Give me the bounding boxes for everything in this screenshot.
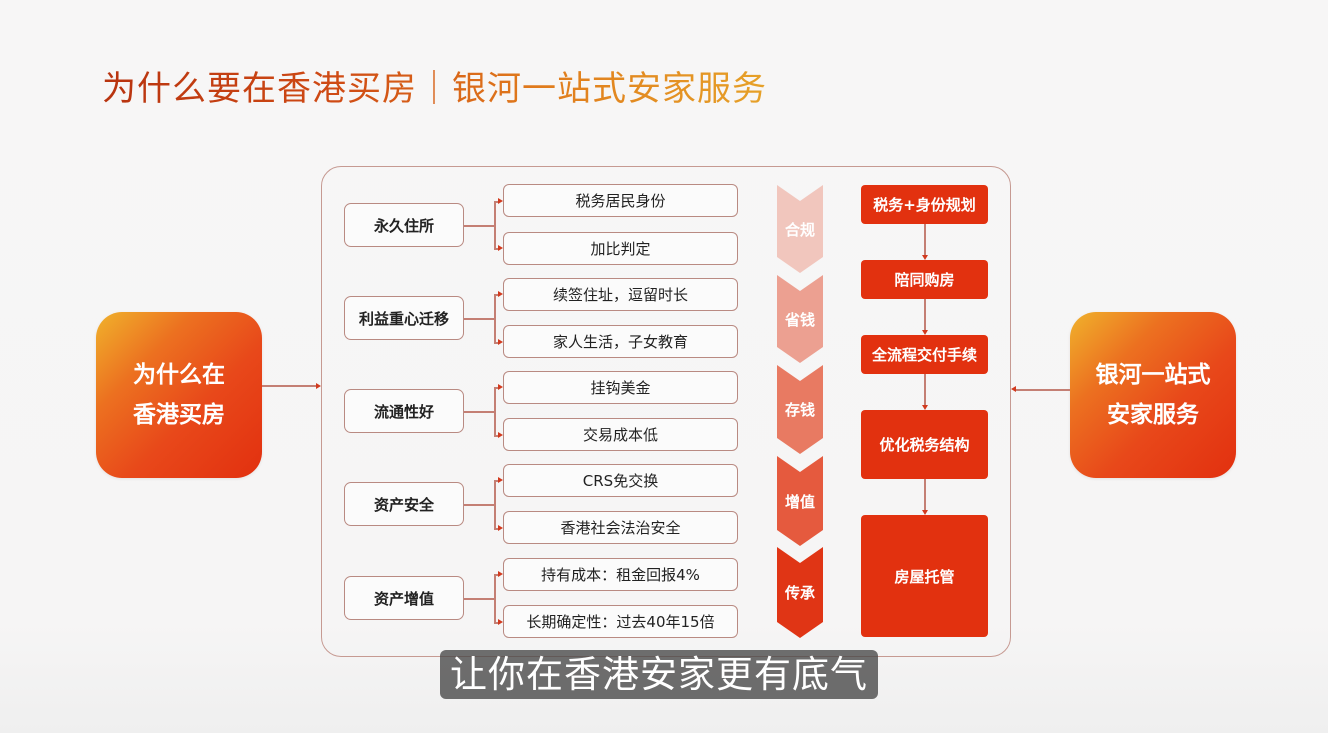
- arrow-icon: [498, 384, 503, 390]
- arrow-icon: [498, 339, 503, 345]
- stage-label: 增值: [784, 492, 815, 511]
- step-full-delivery-procedures: 全流程交付手续: [861, 335, 988, 374]
- step-accompanied-purchase: 陪同购房: [861, 260, 988, 299]
- item-long-term-growth: 长期确定性：过去40年15倍: [503, 605, 738, 638]
- bracket-stem: [464, 411, 494, 413]
- video-subtitle: 让你在香港安家更有底气: [440, 650, 878, 699]
- page-title: 为什么要在香港买房｜银河一站式安家服务: [102, 66, 767, 112]
- bracket-vertical: [494, 294, 496, 342]
- step-connector: [924, 374, 926, 407]
- category-permanent-residence: 永久住所: [344, 203, 464, 247]
- bracket-branch: [494, 342, 499, 344]
- arrow-down-icon: [922, 255, 928, 260]
- bracket-branch: [494, 294, 499, 296]
- stage-chevron-compliance: 合规: [777, 185, 823, 273]
- arrow-icon: [498, 291, 503, 297]
- arrow-down-icon: [922, 405, 928, 410]
- why-box-line1: 为什么在: [133, 362, 225, 388]
- bracket-branch: [494, 201, 499, 203]
- item-usd-peg: 挂钩美金: [503, 371, 738, 404]
- bracket-branch: [494, 622, 499, 624]
- right-connector-line: [1015, 389, 1070, 391]
- bracket-stem: [464, 598, 494, 600]
- right-connector-arrow-icon: [1011, 386, 1016, 392]
- arrow-icon: [498, 477, 503, 483]
- bracket-branch: [494, 435, 499, 437]
- item-tax-residency: 税务居民身份: [503, 184, 738, 217]
- item-low-transaction-cost: 交易成本低: [503, 418, 738, 451]
- bracket-vertical: [494, 574, 496, 622]
- bracket-branch: [494, 480, 499, 482]
- arrow-icon: [498, 571, 503, 577]
- arrow-down-icon: [922, 330, 928, 335]
- arrow-icon: [498, 432, 503, 438]
- item-rental-yield: 持有成本：租金回报4%: [503, 558, 738, 591]
- arrow-icon: [498, 619, 503, 625]
- bracket-vertical: [494, 201, 496, 248]
- stage-label: 传承: [784, 584, 815, 602]
- galaxy-service-box: 银河一站式 安家服务: [1070, 312, 1236, 478]
- step-tax-identity-planning: 税务+身份规划: [861, 185, 988, 224]
- item-rule-of-law: 香港社会法治安全: [503, 511, 738, 544]
- stage-label: 存钱: [784, 401, 815, 419]
- service-box-line1: 银河一站式: [1095, 362, 1211, 388]
- bracket-branch: [494, 387, 499, 389]
- bracket-stem: [464, 504, 494, 506]
- bracket-branch: [494, 248, 499, 250]
- arrow-icon: [498, 198, 503, 204]
- bracket-branch: [494, 574, 499, 576]
- item-tie-breaker: 加比判定: [503, 232, 738, 265]
- category-liquidity: 流通性好: [344, 389, 464, 433]
- why-box-line2: 香港买房: [133, 402, 225, 428]
- bracket-vertical: [494, 480, 496, 528]
- arrow-icon: [498, 245, 503, 251]
- step-connector: [924, 224, 926, 257]
- stage-label: 省钱: [784, 310, 815, 329]
- step-optimize-tax-structure: 优化税务结构: [861, 410, 988, 479]
- bracket-stem: [464, 318, 494, 320]
- step-property-management: 房屋托管: [861, 515, 988, 637]
- stage-label: 合规: [784, 220, 815, 239]
- bracket-stem: [464, 225, 494, 227]
- arrow-down-icon: [922, 510, 928, 515]
- left-connector-arrow-icon: [316, 383, 321, 389]
- category-asset-appreciation: 资产增值: [344, 576, 464, 620]
- why-hong-kong-box: 为什么在 香港买房: [96, 312, 262, 478]
- item-renewal-address: 续签住址，逗留时长: [503, 278, 738, 311]
- category-asset-safety: 资产安全: [344, 482, 464, 526]
- stage-chevron-save: 省钱: [777, 275, 823, 363]
- bracket-branch: [494, 528, 499, 530]
- step-connector: [924, 299, 926, 332]
- item-crs-exempt: CRS免交换: [503, 464, 738, 497]
- item-family-education: 家人生活，子女教育: [503, 325, 738, 358]
- category-center-of-interests: 利益重心迁移: [344, 296, 464, 340]
- arrow-icon: [498, 525, 503, 531]
- bracket-vertical: [494, 387, 496, 435]
- step-connector: [924, 479, 926, 512]
- service-box-line2: 安家服务: [1107, 402, 1199, 428]
- left-connector-line: [262, 385, 316, 387]
